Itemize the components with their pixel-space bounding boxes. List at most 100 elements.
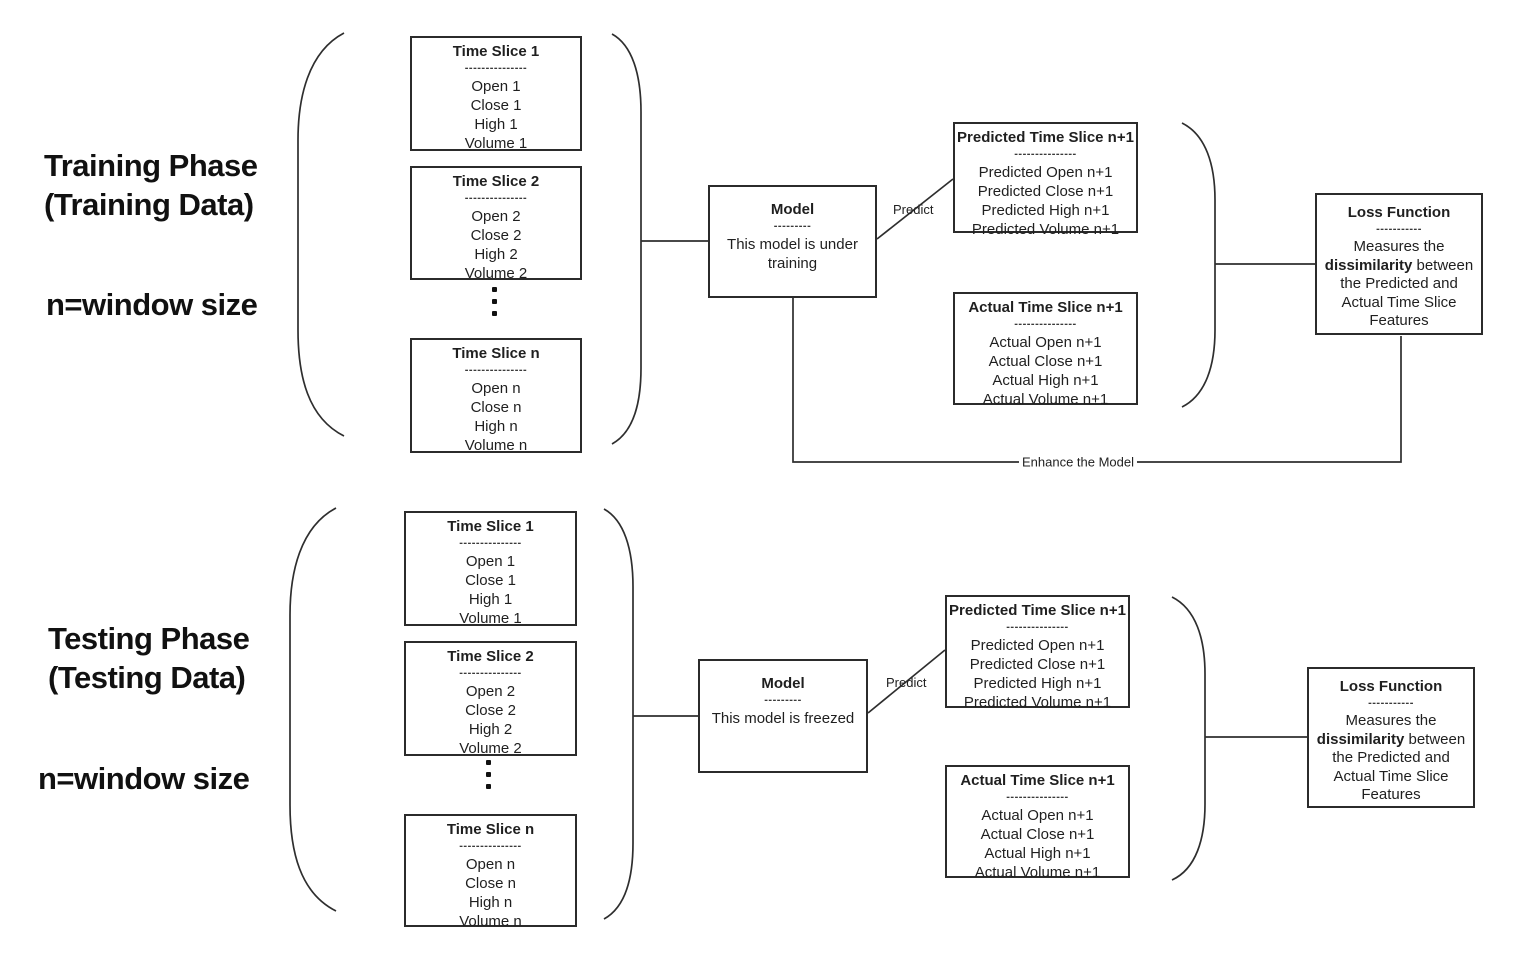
field-close: Close n — [470, 399, 522, 416]
loss-text-post: between the Predicted and Actual Time Sl… — [1332, 730, 1466, 804]
ellipsis-dot — [492, 299, 497, 304]
field-actual-volume: Actual Volume n+1 — [982, 391, 1109, 408]
box-title: Model — [770, 201, 815, 218]
field-predicted-open: Predicted Open n+1 — [978, 164, 1113, 181]
loss-text-pre: Measures the — [1353, 238, 1445, 255]
field-close: Close 2 — [465, 702, 516, 719]
field-high: High 2 — [468, 721, 513, 738]
field-open: Open 2 — [471, 208, 521, 225]
divider-dashes: --------- — [773, 220, 812, 232]
testing-vertical-ellipsis — [486, 760, 491, 789]
box-title: Loss Function — [1339, 678, 1443, 695]
field-open: Open n — [471, 380, 521, 397]
testing-loss-function-box: Loss Function ----------- Measures the d… — [1307, 667, 1475, 808]
loss-text-pre: Measures the — [1345, 712, 1437, 729]
ellipsis-dot — [486, 772, 491, 777]
field-high: High n — [468, 894, 513, 911]
testing-time-slice-n-box: Time Slice n --------------- Open n Clos… — [404, 814, 577, 930]
testing-actual-time-slice-box: Actual Time Slice n+1 --------------- Ac… — [945, 765, 1130, 881]
field-volume: Volume n — [464, 437, 528, 454]
testing-phase-line1: Testing Phase — [48, 621, 250, 656]
box-title: Time Slice 2 — [447, 648, 534, 665]
training-open-bracket — [297, 32, 345, 437]
box-title: Time Slice 1 — [447, 518, 534, 535]
training-window-size-note: n=window size — [46, 287, 258, 322]
testing-right-bracket — [1171, 596, 1206, 881]
field-close: Close 1 — [465, 572, 516, 589]
divider-dashes: ----------- — [1368, 697, 1414, 709]
training-time-slice-1-box: Time Slice 1 --------------- Open 1 Clos… — [410, 36, 582, 152]
field-volume: Volume 1 — [464, 135, 528, 152]
field-predicted-volume: Predicted Volume n+1 — [971, 221, 1120, 238]
box-title: Time Slice 1 — [452, 43, 540, 60]
loss-text-post: between the Predicted and Actual Time Sl… — [1340, 256, 1474, 330]
loss-text-bold: dissimilarity — [1324, 256, 1413, 274]
field-actual-close: Actual Close n+1 — [988, 353, 1103, 370]
testing-phase-line2: (Testing Data) — [48, 660, 246, 695]
divider-dashes: --------------- — [1014, 318, 1077, 330]
divider-dashes: --------------- — [464, 62, 528, 74]
training-loss-function-box: Loss Function ----------- Measures the d… — [1315, 193, 1483, 335]
box-title: Actual Time Slice n+1 — [968, 299, 1123, 316]
training-phase-line1: Training Phase — [44, 148, 258, 183]
testing-predict-label: Predict — [886, 675, 927, 690]
divider-dashes: ----------- — [1376, 223, 1422, 235]
divider-dashes: --------------- — [459, 667, 522, 679]
testing-time-slice-1-box: Time Slice 1 --------------- Open 1 Clos… — [404, 511, 577, 627]
training-phase-title: Training Phase (Training Data) — [44, 146, 258, 224]
box-title: Actual Time Slice n+1 — [960, 772, 1115, 789]
field-actual-open: Actual Open n+1 — [981, 807, 1094, 824]
divider-dashes: --------------- — [459, 840, 522, 852]
divider-dashes: --------------- — [464, 364, 528, 376]
field-open: Open n — [465, 856, 516, 873]
box-title: Time Slice n — [446, 821, 535, 838]
field-actual-high: Actual High n+1 — [984, 845, 1091, 862]
enhance-the-model-label: Enhance the Model — [1018, 454, 1138, 470]
loss-text-bold: dissimilarity — [1316, 730, 1405, 748]
model-status-text: This model is freezed — [711, 710, 855, 727]
training-actual-time-slice-box: Actual Time Slice n+1 --------------- Ac… — [953, 292, 1138, 408]
field-actual-volume: Actual Volume n+1 — [974, 864, 1101, 881]
training-time-slice-n-box: Time Slice n --------------- Open n Clos… — [410, 338, 582, 454]
field-high: High 2 — [474, 246, 518, 263]
box-title: Predicted Time Slice n+1 — [949, 602, 1126, 619]
divider-dashes: --------------- — [464, 192, 528, 204]
testing-phase-title: Testing Phase (Testing Data) — [48, 619, 250, 697]
ellipsis-dot — [486, 760, 491, 765]
testing-window-size-note: n=window size — [38, 761, 250, 796]
divider-dashes: --------- — [764, 694, 802, 706]
training-predicted-time-slice-box: Predicted Time Slice n+1 ---------------… — [953, 122, 1138, 238]
testing-time-slice-2-box: Time Slice 2 --------------- Open 2 Clos… — [404, 641, 577, 757]
ellipsis-dot — [492, 311, 497, 316]
box-title: Time Slice 2 — [452, 173, 540, 190]
field-actual-close: Actual Close n+1 — [980, 826, 1095, 843]
training-close-bracket — [611, 33, 642, 445]
ellipsis-dot — [486, 784, 491, 789]
field-predicted-close: Predicted Close n+1 — [977, 183, 1114, 200]
field-close: Close 1 — [470, 97, 522, 114]
field-open: Open 1 — [471, 78, 521, 95]
training-model-box: Model --------- This model is under trai… — [708, 185, 877, 298]
testing-close-bracket — [603, 508, 634, 920]
field-actual-open: Actual Open n+1 — [989, 334, 1102, 351]
field-open: Open 1 — [465, 553, 516, 570]
field-high: High 1 — [474, 116, 518, 133]
field-close: Close 2 — [470, 227, 522, 244]
field-actual-high: Actual High n+1 — [992, 372, 1099, 389]
loss-function-description: Measures the dissimilarity between the P… — [1317, 238, 1481, 331]
field-close: Close n — [465, 875, 516, 892]
field-predicted-high: Predicted High n+1 — [981, 202, 1110, 219]
box-title: Model — [761, 675, 805, 692]
field-volume: Volume n — [459, 913, 522, 930]
field-volume: Volume 2 — [459, 740, 522, 757]
field-predicted-high: Predicted High n+1 — [973, 675, 1102, 692]
field-predicted-close: Predicted Close n+1 — [969, 656, 1106, 673]
training-right-bracket — [1181, 122, 1216, 408]
field-predicted-volume: Predicted Volume n+1 — [963, 694, 1112, 711]
divider-dashes: --------------- — [1014, 148, 1077, 160]
divider-dashes: --------------- — [1006, 621, 1069, 633]
field-open: Open 2 — [465, 683, 516, 700]
field-volume: Volume 1 — [459, 610, 522, 627]
